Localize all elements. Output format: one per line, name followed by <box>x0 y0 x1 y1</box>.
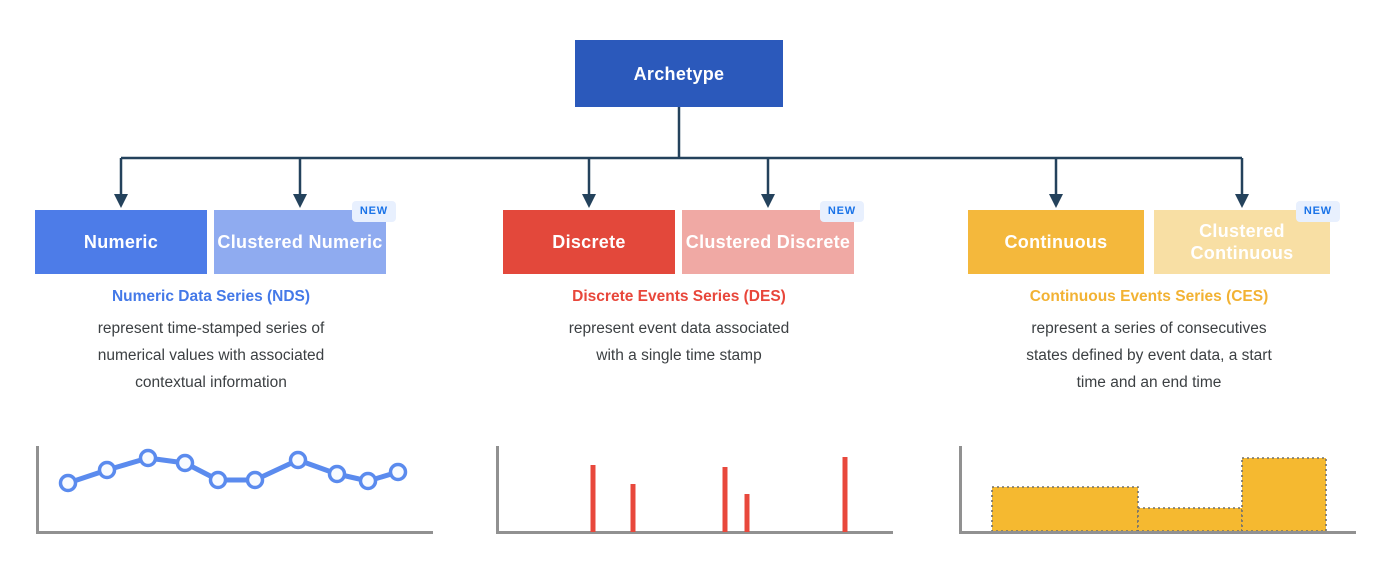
description-line: represent event data associated <box>568 320 790 337</box>
description-line: with a single time stamp <box>596 347 762 364</box>
node-archetype: Archetype <box>575 40 783 107</box>
node-label: Numeric <box>83 232 159 252</box>
spike-series <box>590 457 848 532</box>
description-numeric: Numeric Data Series (NDS) represent time… <box>35 288 387 396</box>
numeric-line-chart <box>30 443 440 538</box>
node-continuous: Continuous <box>968 210 1144 274</box>
node-label: Clustered Numeric <box>217 232 383 252</box>
continuous-block-chart <box>953 443 1363 538</box>
discrete-spike-chart <box>490 443 900 538</box>
description-discrete: Discrete Events Series (DES) represent e… <box>503 288 855 369</box>
new-badge: NEW <box>351 201 396 222</box>
node-discrete: Discrete <box>503 210 675 274</box>
chart-axes <box>36 446 433 534</box>
description-line: states defined by event data, a start <box>1026 347 1272 364</box>
description-line: time and an end time <box>1076 374 1222 391</box>
description-heading: Discrete Events Series (DES) <box>572 288 786 305</box>
description-heading: Numeric Data Series (NDS) <box>111 288 311 305</box>
arrow-down-icons <box>114 194 1249 208</box>
new-badge: NEW <box>1295 201 1340 222</box>
description-line: represent a series of consecutives <box>1031 320 1267 337</box>
node-numeric: Numeric <box>35 210 207 274</box>
node-label: Continuous <box>1004 232 1108 252</box>
node-label: Clustered Discrete <box>685 232 851 252</box>
node-label: Discrete <box>552 232 626 252</box>
block-series <box>991 457 1327 532</box>
chart-axes <box>496 446 893 534</box>
node-label: Archetype <box>633 63 725 84</box>
node-clustered-discrete: Clustered Discrete NEW <box>682 201 864 274</box>
node-clustered-numeric: Clustered Numeric NEW <box>214 201 396 274</box>
description-line: represent time-stamped series of <box>97 320 325 337</box>
line-series <box>58 448 408 493</box>
new-badge: NEW <box>819 201 864 222</box>
description-line: contextual information <box>135 374 287 391</box>
description-line: numerical values with associated <box>97 347 325 364</box>
description-heading: Continuous Events Series (CES) <box>1029 288 1269 305</box>
chart-axes <box>959 446 1356 534</box>
node-clustered-continuous: Clustered Continuous NEW <box>1154 201 1340 274</box>
description-continuous: Continuous Events Series (CES) represent… <box>966 288 1332 396</box>
node-label: Clustered Continuous <box>1190 221 1294 263</box>
